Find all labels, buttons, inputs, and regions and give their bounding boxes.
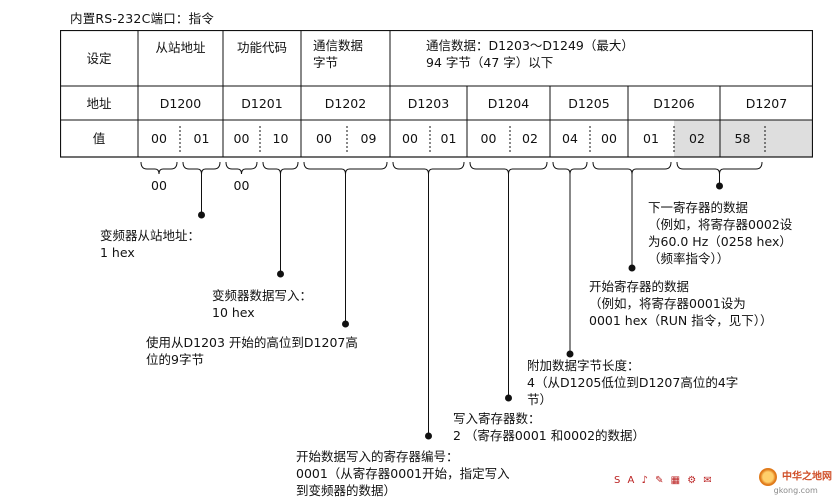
sub-value-slave-high: 00: [151, 178, 167, 193]
brace-d1200-low: [182, 161, 221, 175]
pointer-register-count-dot: [505, 394, 512, 402]
value-cell: 58: [735, 131, 751, 146]
value-cell: 01: [441, 131, 457, 146]
row-label-setting: 设定: [86, 51, 111, 66]
value-cell: 09: [361, 131, 377, 146]
address-cell: D1207: [746, 96, 787, 111]
annotation-extra-length: 附加数据字节长度： 4（从D1205低位到D1207高位的4字 节）: [527, 358, 739, 407]
setting-cell-2: 通信数据: [313, 38, 363, 53]
pointer-first-register-data-dot: [628, 264, 636, 272]
row-label-address: 地址: [86, 96, 112, 111]
brace-d1206low-d1207high: [676, 161, 763, 175]
setting-cell-1: 功能代码: [237, 40, 287, 55]
brace-d1204: [469, 161, 548, 175]
watermark-toolbar: S A ♪ ✎ ▦ ⚙ ✉: [614, 475, 714, 486]
value-cell: 00: [481, 131, 497, 146]
gear-logo-icon: [759, 468, 778, 486]
brace-d1201-low: [262, 161, 299, 175]
sub-value-func-high: 00: [234, 178, 250, 193]
address-cell: D1203: [408, 96, 449, 111]
address-cell: D1205: [568, 96, 609, 111]
row-label-value: 值: [93, 131, 106, 146]
shaded-cell-d1207: [765, 120, 813, 157]
address-cell: D1202: [325, 96, 366, 111]
watermark-main: 中华之地网: [782, 471, 832, 483]
table-border: [60, 30, 813, 158]
page-heading: 内置RS-232C端口：指令: [70, 11, 215, 26]
value-cell: 02: [689, 131, 705, 146]
brace-d1200-high: [140, 161, 178, 175]
brace-d1205-high: [552, 161, 588, 175]
value-cell: 00: [402, 131, 418, 146]
annotation-data-bytes: 使用从D1203 开始的高位到D1207高 位的9字节: [146, 335, 358, 367]
annotation-next-register-data: 下一寄存器的数据 （例如，将寄存器0002设 为60.0 Hz（0258 hex…: [648, 200, 793, 266]
value-cell: 00: [234, 131, 250, 146]
annotation-first-register-data: 开始寄存器的数据 （例如，将寄存器0001设为 0001 hex（RUN 指令，…: [589, 279, 773, 328]
brace-d1201-high: [225, 161, 258, 175]
value-cell: 02: [522, 131, 538, 146]
setting-cell-3: 通信数据：D1203～D1249（最大）: [426, 38, 634, 53]
value-cell: 04: [562, 131, 578, 146]
value-cell: 00: [316, 131, 332, 146]
setting-cell-3: 94 字节（47 字）以下: [426, 55, 553, 70]
watermark-logo: 中华之地网 gkong.com: [759, 468, 832, 496]
annotation-start-register: 开始数据写入的寄存器编号： 0001（从寄存器0001开始，指定写入 到变频器的…: [296, 449, 510, 498]
value-cell: 00: [601, 131, 617, 146]
setting-cell-0: 从站地址: [155, 40, 206, 55]
value-cell: 01: [194, 131, 210, 146]
value-cell: 10: [273, 131, 289, 146]
address-cell: D1201: [241, 96, 282, 111]
brace-d1205low-d1206high: [592, 161, 672, 175]
address-cell: D1200: [160, 96, 201, 111]
value-cell: 01: [643, 131, 659, 146]
pointer-next-register-data-dot: [716, 182, 723, 190]
pointer-data-bytes-dot: [342, 320, 349, 328]
watermark-sub: gkong.com: [773, 486, 818, 495]
pointer-extra-length-dot: [566, 350, 574, 358]
brace-d1202: [303, 161, 388, 175]
annotation-slave-address: 变频器从站地址： 1 hex: [100, 228, 201, 260]
pointer-function-code-dot: [277, 270, 284, 278]
value-cell: 00: [151, 131, 167, 146]
setting-cell-2: 字节: [313, 55, 338, 70]
brace-d1203: [392, 161, 465, 175]
pointer-slave-address-dot: [198, 211, 205, 219]
address-cell: D1206: [653, 96, 694, 111]
pointer-start-register-dot: [425, 432, 432, 440]
annotation-register-count: 写入寄存器数： 2 （寄存器0001 和0002的数据）: [453, 411, 646, 443]
address-cell: D1204: [488, 96, 529, 111]
annotation-function-code: 变频器数据写入： 10 hex: [212, 288, 313, 320]
